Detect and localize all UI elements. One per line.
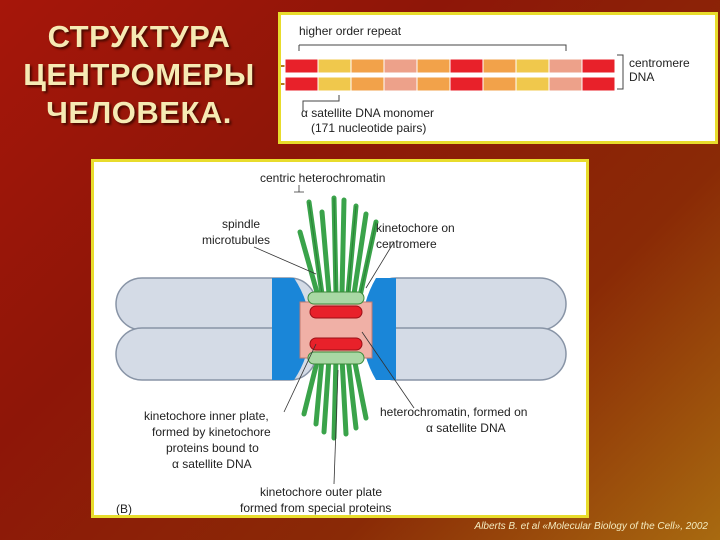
title-line-2: ЦЕНТРОМЕРЫ (23, 57, 255, 92)
satellite-monomer (515, 76, 550, 92)
label-heterochromatin-1: heterochromatin, formed on (380, 405, 527, 419)
label-microtubules: microtubules (202, 233, 270, 247)
satellite-monomer (284, 58, 319, 74)
centromere-structure-panel: centric heterochromatin spindle microtub… (91, 159, 589, 518)
title-line-1: СТРУКТУРА (47, 19, 231, 54)
label-kinetochore-on: kinetochore on (376, 221, 455, 235)
spindle-microtubules-top (297, 195, 379, 299)
label-dna: DNA (629, 70, 654, 84)
slide-title: СТРУКТУРА ЦЕНТРОМЕРЫ ЧЕЛОВЕКА. (14, 18, 264, 132)
inner-plate-bottom (309, 337, 363, 351)
satellite-monomer (350, 76, 385, 92)
citation: Alberts B. et al «Molecular Biology of t… (474, 521, 708, 532)
satellite-monomer (449, 76, 484, 92)
label-inner-plate-2: formed by kinetochore (152, 425, 271, 439)
satellite-monomer (350, 58, 385, 74)
centromere-bracket (617, 54, 624, 90)
outer-plate-top (307, 291, 365, 305)
monomer-pointer (302, 95, 340, 111)
corner-mark: (B) (116, 502, 132, 515)
label-inner-plate-3: proteins bound to (166, 441, 259, 455)
satellite-monomer (416, 76, 451, 92)
right-chromosome-arm (362, 277, 567, 381)
satellite-monomer (383, 58, 418, 74)
satellite-monomer (284, 76, 319, 92)
centromere-diagram: centric heterochromatin spindle microtub… (115, 171, 567, 515)
satellite-monomer (482, 76, 517, 92)
dna-repeat-diagram: higher order repeat centromere DNA α sat… (281, 24, 690, 135)
label-higher-order-repeat: higher order repeat (299, 24, 402, 38)
label-nucleotide-pairs: (171 nucleotide pairs) (311, 121, 426, 135)
satellite-monomer (581, 76, 616, 92)
label-outer-plate-2: formed from special proteins (240, 501, 391, 515)
inner-plate-top (309, 305, 363, 319)
satellite-monomer (449, 58, 484, 74)
label-centric-heterochromatin: centric heterochromatin (260, 171, 385, 185)
repeat-bracket (298, 44, 567, 51)
right-lower-chromatid (369, 327, 567, 381)
leader-lines (253, 185, 415, 485)
satellite-monomer (416, 58, 451, 74)
label-spindle: spindle (222, 217, 260, 231)
outer-plate-bottom (307, 351, 365, 365)
dna-repeat-panel: higher order repeat centromere DNA α sat… (278, 12, 718, 144)
left-chromosome-arm (115, 277, 317, 381)
label-heterochromatin-2: α satellite DNA (426, 421, 506, 435)
label-centromere-small: centromere (376, 237, 437, 251)
label-inner-plate-4: α satellite DNA (172, 457, 252, 471)
satellite-monomer (383, 76, 418, 92)
label-outer-plate-1: kinetochore outer plate (260, 485, 382, 499)
satellite-monomer (482, 58, 517, 74)
label-centromere: centromere (629, 56, 690, 70)
satellite-monomer (548, 76, 583, 92)
satellite-monomer (581, 58, 616, 74)
satellite-monomer (515, 58, 550, 74)
label-inner-plate-1: kinetochore inner plate, (144, 409, 269, 423)
satellite-monomer (548, 58, 583, 74)
satellite-monomer (317, 58, 352, 74)
spindle-microtubules-bottom (301, 355, 369, 441)
dna-strands (281, 58, 616, 92)
label-monomer: α satellite DNA monomer (301, 106, 434, 120)
title-line-3: ЧЕЛОВЕКА. (46, 95, 232, 130)
satellite-monomer (317, 76, 352, 92)
right-upper-chromatid (369, 277, 567, 331)
